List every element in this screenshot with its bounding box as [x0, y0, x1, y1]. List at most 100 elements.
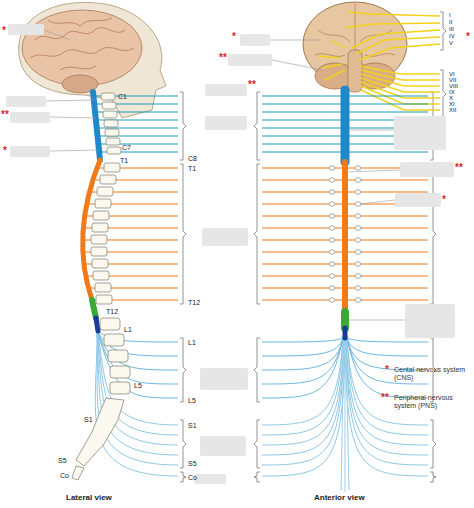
brainstem [348, 50, 362, 92]
ganglion [329, 274, 335, 278]
marker-asterisk: ** [219, 53, 227, 63]
ganglion [355, 238, 361, 242]
vertebra [91, 235, 107, 244]
leader-lines [44, 30, 99, 151]
blank-label-box [205, 84, 247, 96]
blank-label-box [228, 54, 272, 66]
leader-line [44, 30, 70, 40]
cord-thoracic [342, 162, 348, 312]
cranial-nerve-number: X [449, 95, 453, 101]
blank-label-box [10, 112, 50, 123]
leader-line [50, 150, 99, 151]
brain-gyri [30, 18, 134, 70]
vertebra [103, 111, 117, 118]
vertebra-label: C1 [118, 93, 127, 100]
ganglion [355, 190, 361, 194]
vertebra [95, 199, 111, 208]
vertebra-label: T1 [120, 157, 128, 164]
cranial-nerve [361, 70, 440, 80]
blank-label-box [8, 24, 44, 35]
leader-line [349, 170, 400, 172]
vertebra [110, 366, 130, 378]
marker-asterisk: * [442, 195, 446, 205]
cord-cervical [341, 90, 350, 162]
ganglion [329, 262, 335, 266]
ganglion [355, 226, 361, 230]
sacrum [76, 398, 124, 466]
vertebra-label: S1 [188, 422, 197, 429]
cranial-nerve-number: IV [449, 33, 455, 39]
vertebra [97, 187, 113, 196]
vertebra [107, 147, 121, 154]
ganglion [329, 226, 335, 230]
ganglion [355, 286, 361, 290]
ganglion [329, 250, 335, 254]
ganglion [355, 298, 361, 302]
bracket [430, 472, 436, 482]
bracket [180, 92, 186, 160]
ganglion [329, 286, 335, 290]
blank-label-box [202, 228, 248, 246]
vertebra [105, 129, 119, 136]
cranial-nerve [345, 23, 440, 28]
vertebra [102, 102, 116, 109]
coccyx [72, 466, 84, 480]
ganglion [355, 178, 361, 182]
bracket [440, 70, 446, 118]
cranial-nerve-number: XII [449, 107, 456, 113]
vertebra [100, 318, 120, 330]
ganglion [329, 202, 335, 206]
marker-asterisk: * [3, 146, 7, 156]
ganglion [329, 166, 335, 170]
vertebra-label: T1 [188, 165, 196, 172]
blank-label-box [240, 34, 270, 46]
legend-text: Peripheral nervous system (PNS) [394, 394, 466, 410]
vertebra [96, 295, 112, 304]
cranial-nerve-number: VI [449, 71, 455, 77]
spinal-cord-anterior [345, 90, 346, 338]
marker-asterisk: * [466, 32, 470, 42]
vertebra-label: Co [188, 474, 197, 481]
blank-label-box [400, 162, 454, 177]
vertebra-label: L1 [124, 326, 132, 333]
cranial-nerve-number: IX [449, 89, 455, 95]
leader-line [350, 130, 394, 131]
cranial-nerve [348, 12, 440, 16]
spinal-ganglia [329, 166, 361, 302]
vertebra [108, 350, 128, 362]
legend-text: Cental nervous system (CNS) [394, 366, 466, 382]
marker-asterisk: ** [455, 163, 463, 173]
vertebra-label: C7 [122, 144, 131, 151]
vertebra-label: T12 [106, 308, 118, 315]
marker-asterisk: ** [248, 80, 256, 90]
vertebra-label: T12 [188, 299, 200, 306]
ganglion [329, 178, 335, 182]
blank-label-box [395, 193, 441, 207]
bracket [180, 164, 186, 304]
cranial-nerve-number: III [449, 26, 454, 32]
bracket [254, 420, 260, 468]
bracket [180, 472, 186, 482]
bracket [180, 420, 186, 468]
region-brackets [180, 12, 446, 482]
cranial-nerve [361, 90, 440, 110]
cranial-nerve-number: VII [449, 77, 456, 83]
vertebra [92, 259, 108, 268]
cord-conus [343, 328, 348, 338]
cranial-nerve [361, 74, 440, 86]
bracket [180, 338, 186, 402]
view-caption: Lateral view [66, 494, 112, 502]
marker-asterisk: ** [381, 393, 389, 403]
ganglion [329, 214, 335, 218]
ganglion [355, 166, 361, 170]
bracket [254, 92, 260, 160]
ganglion [355, 250, 361, 254]
marker-asterisk: ** [1, 110, 9, 120]
vertebra [104, 163, 120, 172]
vertebra [101, 93, 115, 100]
vertebra-label: Co [60, 472, 69, 479]
vertebra [92, 223, 108, 232]
blank-label-box [405, 304, 455, 338]
